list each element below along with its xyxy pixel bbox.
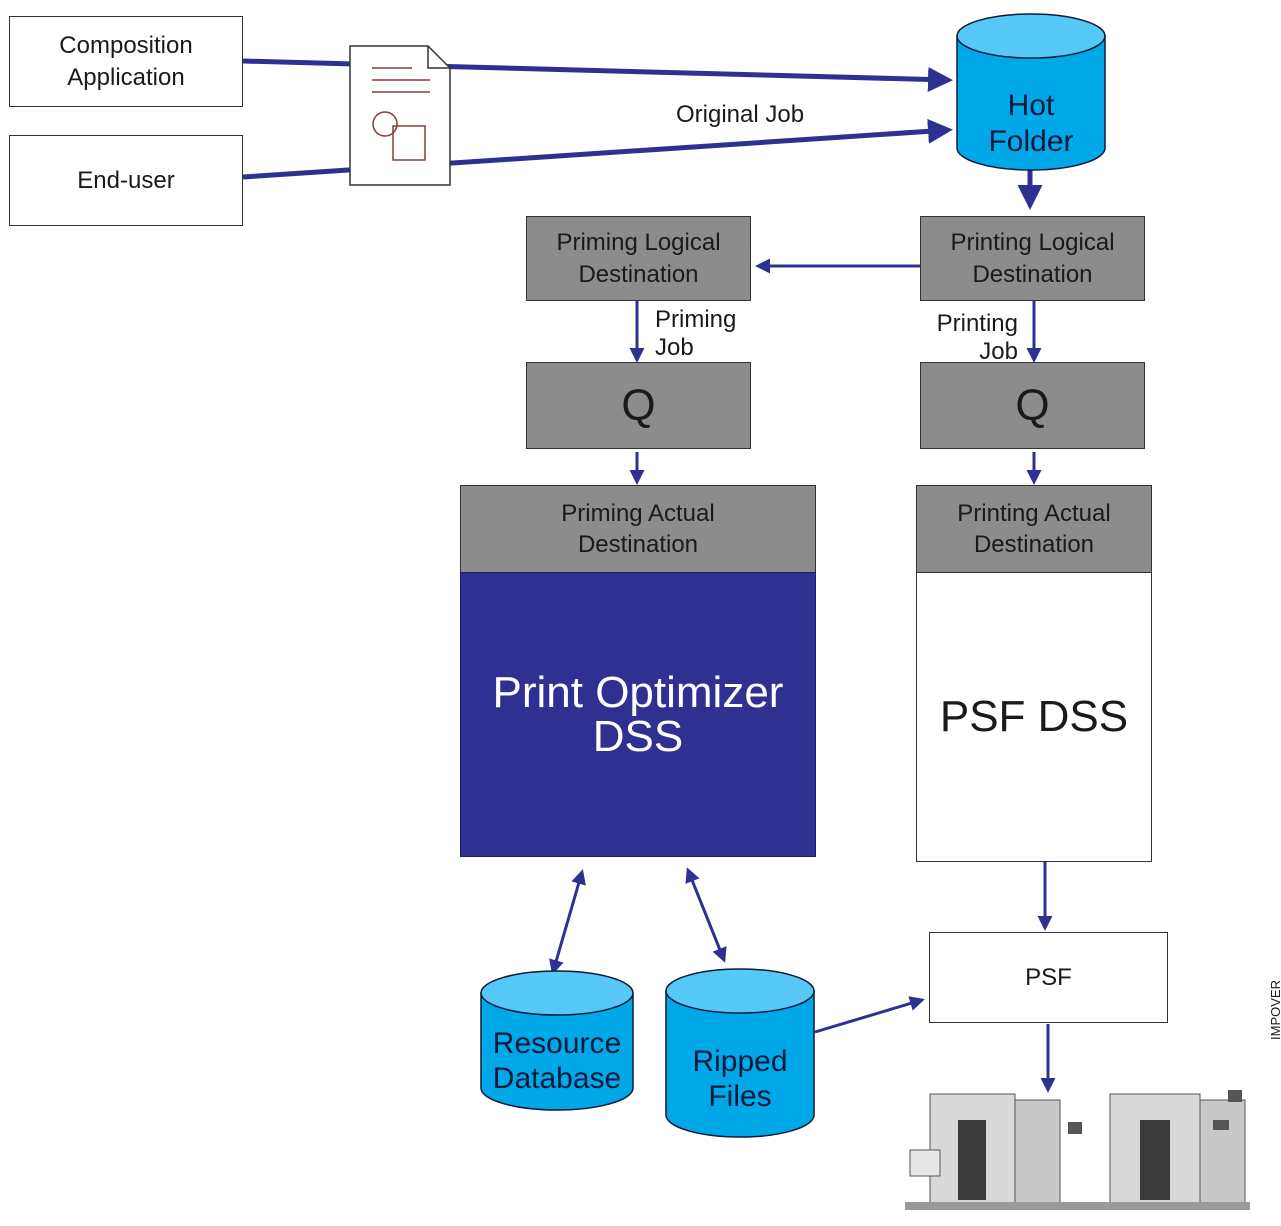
arrow-dss-resource: [549, 869, 586, 975]
hot-folder-label: Hot Folder: [988, 89, 1074, 158]
resource-database-label: Resource Database: [492, 1027, 622, 1095]
side-tag: IMPOVER: [1268, 980, 1281, 1040]
end-user-box: End-user: [9, 135, 243, 226]
arrow-enduser-to-hotfolder: [242, 118, 953, 180]
composition-application-box: Composition Application: [9, 16, 243, 107]
priming-job-label: Priming Job: [655, 306, 737, 361]
original-job-label: Original Job: [676, 101, 805, 128]
priming-logical-destination: Priming Logical Destination: [526, 216, 751, 301]
arrow-dss-ripped: [685, 867, 727, 963]
psf-box: PSF: [929, 932, 1168, 1023]
arrow-composition-to-hotfolder: [242, 58, 953, 92]
printing-logical-destination: Printing Logical Destination: [920, 216, 1145, 301]
print-optimizer-dss: Print Optimizer DSS: [460, 572, 816, 857]
ripped-files-cylinder: [665, 968, 815, 1138]
ripped-files-label: Ripped Files: [692, 1045, 788, 1113]
arrow-ripped-to-psf: [814, 996, 925, 1034]
printing-actual-destination: Printing Actual Destination: [916, 485, 1152, 573]
printing-queue: Q: [920, 362, 1145, 449]
psf-dss: PSF DSS: [916, 572, 1152, 862]
priming-actual-destination: Priming Actual Destination: [460, 485, 816, 573]
printing-job-label: Printing Job: [936, 310, 1018, 365]
resource-database-cylinder: [480, 970, 634, 1111]
priming-queue: Q: [526, 362, 751, 449]
printer-image: [905, 1090, 1250, 1210]
hot-folder-cylinder: [956, 13, 1106, 171]
document-icon: [349, 45, 451, 186]
